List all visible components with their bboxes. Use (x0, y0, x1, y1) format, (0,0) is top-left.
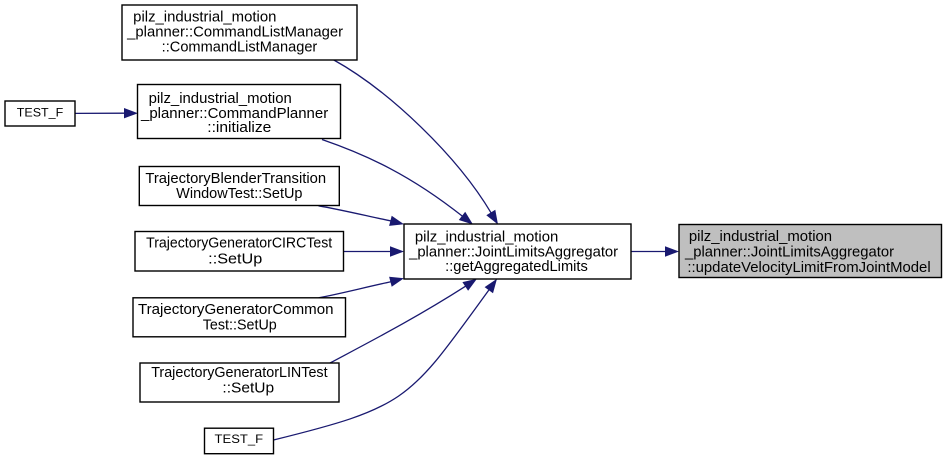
svg-text:TrajectoryGeneratorCIRCTest: TrajectoryGeneratorCIRCTest (146, 236, 332, 252)
svg-text:TEST_F: TEST_F (215, 432, 264, 446)
svg-text:::getAggregatedLimits: ::getAggregatedLimits (445, 259, 588, 275)
svg-text:::SetUp: ::SetUp (222, 381, 274, 397)
svg-text:pilz_industrial_motion: pilz_industrial_motion (133, 10, 276, 26)
svg-text:_planner::JointLimitsAggregato: _planner::JointLimitsAggregator (684, 244, 894, 260)
svg-text:TrajectoryBlenderTransition: TrajectoryBlenderTransition (145, 171, 326, 187)
svg-text:TrajectoryGeneratorLINTest: TrajectoryGeneratorLINTest (151, 365, 327, 381)
svg-text:_planner::CommandListManager: _planner::CommandListManager (126, 24, 343, 40)
svg-text:Test::SetUp: Test::SetUp (203, 317, 277, 333)
svg-text:pilz_industrial_motion: pilz_industrial_motion (415, 230, 558, 246)
svg-text:TrajectoryGeneratorCommon: TrajectoryGeneratorCommon (138, 302, 334, 318)
svg-text:::CommandListManager: ::CommandListManager (162, 39, 318, 55)
svg-text:::updateVelocityLimitFromJoint: ::updateVelocityLimitFromJointModel (687, 260, 930, 276)
svg-text:_planner::JointLimitsAggregato: _planner::JointLimitsAggregator (408, 245, 618, 261)
svg-text:::SetUp: ::SetUp (208, 251, 262, 267)
svg-text:::initialize: ::initialize (207, 120, 271, 136)
svg-text:_planner::CommandPlanner: _planner::CommandPlanner (140, 106, 328, 122)
svg-text:WindowTest::SetUp: WindowTest::SetUp (176, 186, 302, 202)
svg-text:TEST_F: TEST_F (17, 105, 63, 119)
svg-text:pilz_industrial_motion: pilz_industrial_motion (689, 229, 832, 245)
svg-text:pilz_industrial_motion: pilz_industrial_motion (149, 91, 292, 107)
